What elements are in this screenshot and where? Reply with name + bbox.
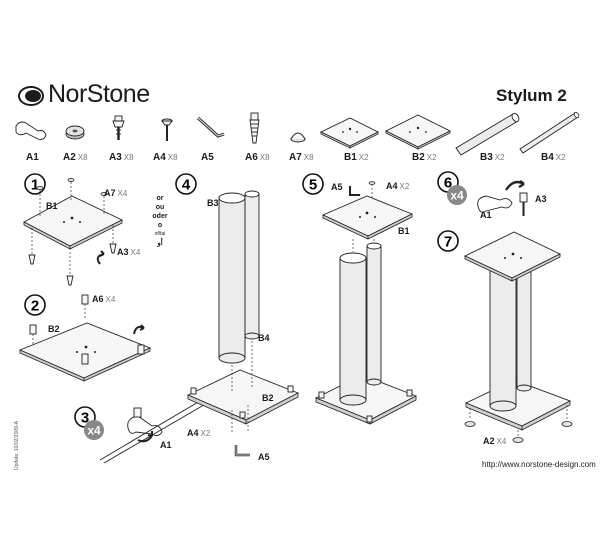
step-badge-1: 1 — [24, 173, 46, 195]
step3-drawing — [99, 397, 210, 464]
product-title: Stylum 2 — [496, 86, 567, 105]
or-translations: or ou oder o of/tai أو — [152, 195, 168, 247]
svg-text:2: 2 — [31, 298, 39, 315]
countersunk-screw-icon — [161, 118, 173, 141]
step5-label-b1: B1 — [398, 226, 410, 236]
website-url: http://www.norstone-design.com — [482, 460, 596, 469]
threaded-spike-icon — [249, 112, 260, 144]
step-badge-3: 3 x4 — [74, 406, 104, 440]
brand-name: NorStone — [48, 80, 150, 108]
update-note: Update: 10/02/2009-A — [14, 421, 20, 470]
step-badge-4: 4 — [175, 173, 197, 195]
norstone-logo-icon — [18, 86, 44, 106]
step1-drawing — [23, 178, 124, 286]
step4-label-b3: B3 — [207, 198, 219, 208]
cone-foot-icon — [290, 132, 306, 143]
svg-text:4: 4 — [182, 177, 191, 194]
svg-text:7: 7 — [444, 234, 452, 251]
svg-text:1: 1 — [31, 177, 39, 194]
spike-icon — [112, 115, 125, 140]
allen-key-icon — [196, 116, 225, 138]
brand-logo: NorStone — [18, 80, 150, 109]
part-label-a5: A5 — [201, 152, 214, 163]
step5-label-a5: A5 — [331, 182, 343, 192]
step-badge-6: 6 x4 — [437, 171, 467, 205]
step-badge-2: 2 — [24, 294, 46, 316]
svg-text:3: 3 — [81, 410, 89, 427]
base-plate-icon — [384, 114, 452, 150]
step4-label-a5: A5 — [258, 452, 270, 462]
step4-drawing — [186, 190, 300, 457]
step-badge-5: 5 — [302, 173, 324, 195]
step-badge-7: 7 — [437, 230, 459, 252]
part-label-a1: A1 — [26, 152, 39, 163]
step3-label-a1: A1 — [160, 440, 172, 450]
step2-label-b2: B2 — [48, 324, 60, 334]
svg-text:5: 5 — [309, 177, 317, 194]
step4-label-b4: B4 — [258, 333, 270, 343]
rubber-washer-icon — [65, 125, 85, 140]
step3-multiplier: x4 — [87, 424, 101, 438]
step6-multiplier: x4 — [450, 189, 464, 203]
step1-label-b1: B1 — [46, 201, 58, 211]
step6-drawing — [477, 180, 528, 216]
step6-label-a1: A1 — [480, 210, 492, 220]
wrench-icon — [15, 121, 47, 140]
small-tube-icon — [519, 111, 580, 154]
step4-label-b2: B2 — [262, 393, 274, 403]
svg-text:6: 6 — [444, 175, 452, 192]
step5-drawing — [314, 181, 418, 425]
step7-drawing — [463, 231, 573, 443]
large-tube-icon — [455, 112, 520, 156]
step6-label-a3: A3 — [535, 194, 547, 204]
step2-drawing — [18, 294, 152, 382]
top-plate-icon — [319, 117, 380, 149]
